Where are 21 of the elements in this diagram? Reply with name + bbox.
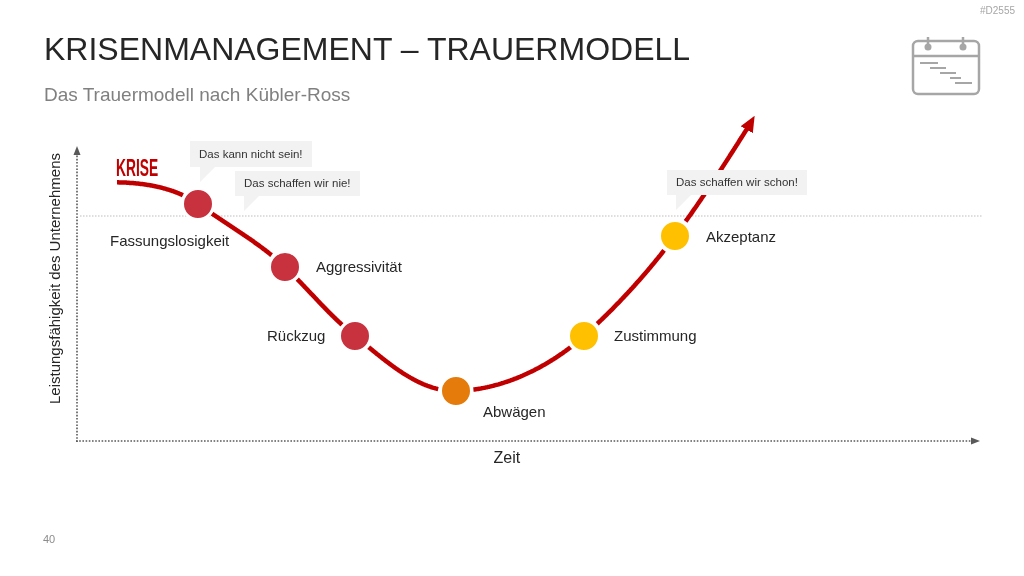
- axis-label: Zeit: [493, 448, 521, 467]
- axis-label: Leistungsfähigkeit des Unternehmens: [46, 152, 64, 404]
- stage-label: Aggressivität: [316, 257, 402, 276]
- slide-title: KRISENMANAGEMENT – TRAUERMODELL: [44, 31, 691, 68]
- speech-bubble: Das schaffen wir nie!: [235, 171, 360, 211]
- start-label: KRISE: [116, 157, 159, 180]
- speech-bubble: Das schaffen wir schon!: [667, 170, 807, 210]
- stage-label: Akzeptanz: [706, 227, 777, 246]
- curve-line: [210, 211, 274, 257]
- curve-line: [367, 345, 440, 392]
- curve-line: [295, 277, 344, 327]
- curve-line: [115, 180, 185, 198]
- curve-line: [595, 248, 666, 326]
- stage-label: Rückzug: [267, 326, 326, 345]
- page-number: 40: [43, 533, 56, 546]
- slide-code: #D2555: [979, 5, 1015, 17]
- subtitle: Das Trauermodell nach Kübler-Ross: [44, 83, 351, 106]
- stage-label: Fassungslosigkeit: [110, 231, 230, 250]
- stage-label: Abwägen: [483, 402, 546, 421]
- curve-line: [472, 345, 572, 392]
- stage-label: Zustimmung: [614, 326, 697, 345]
